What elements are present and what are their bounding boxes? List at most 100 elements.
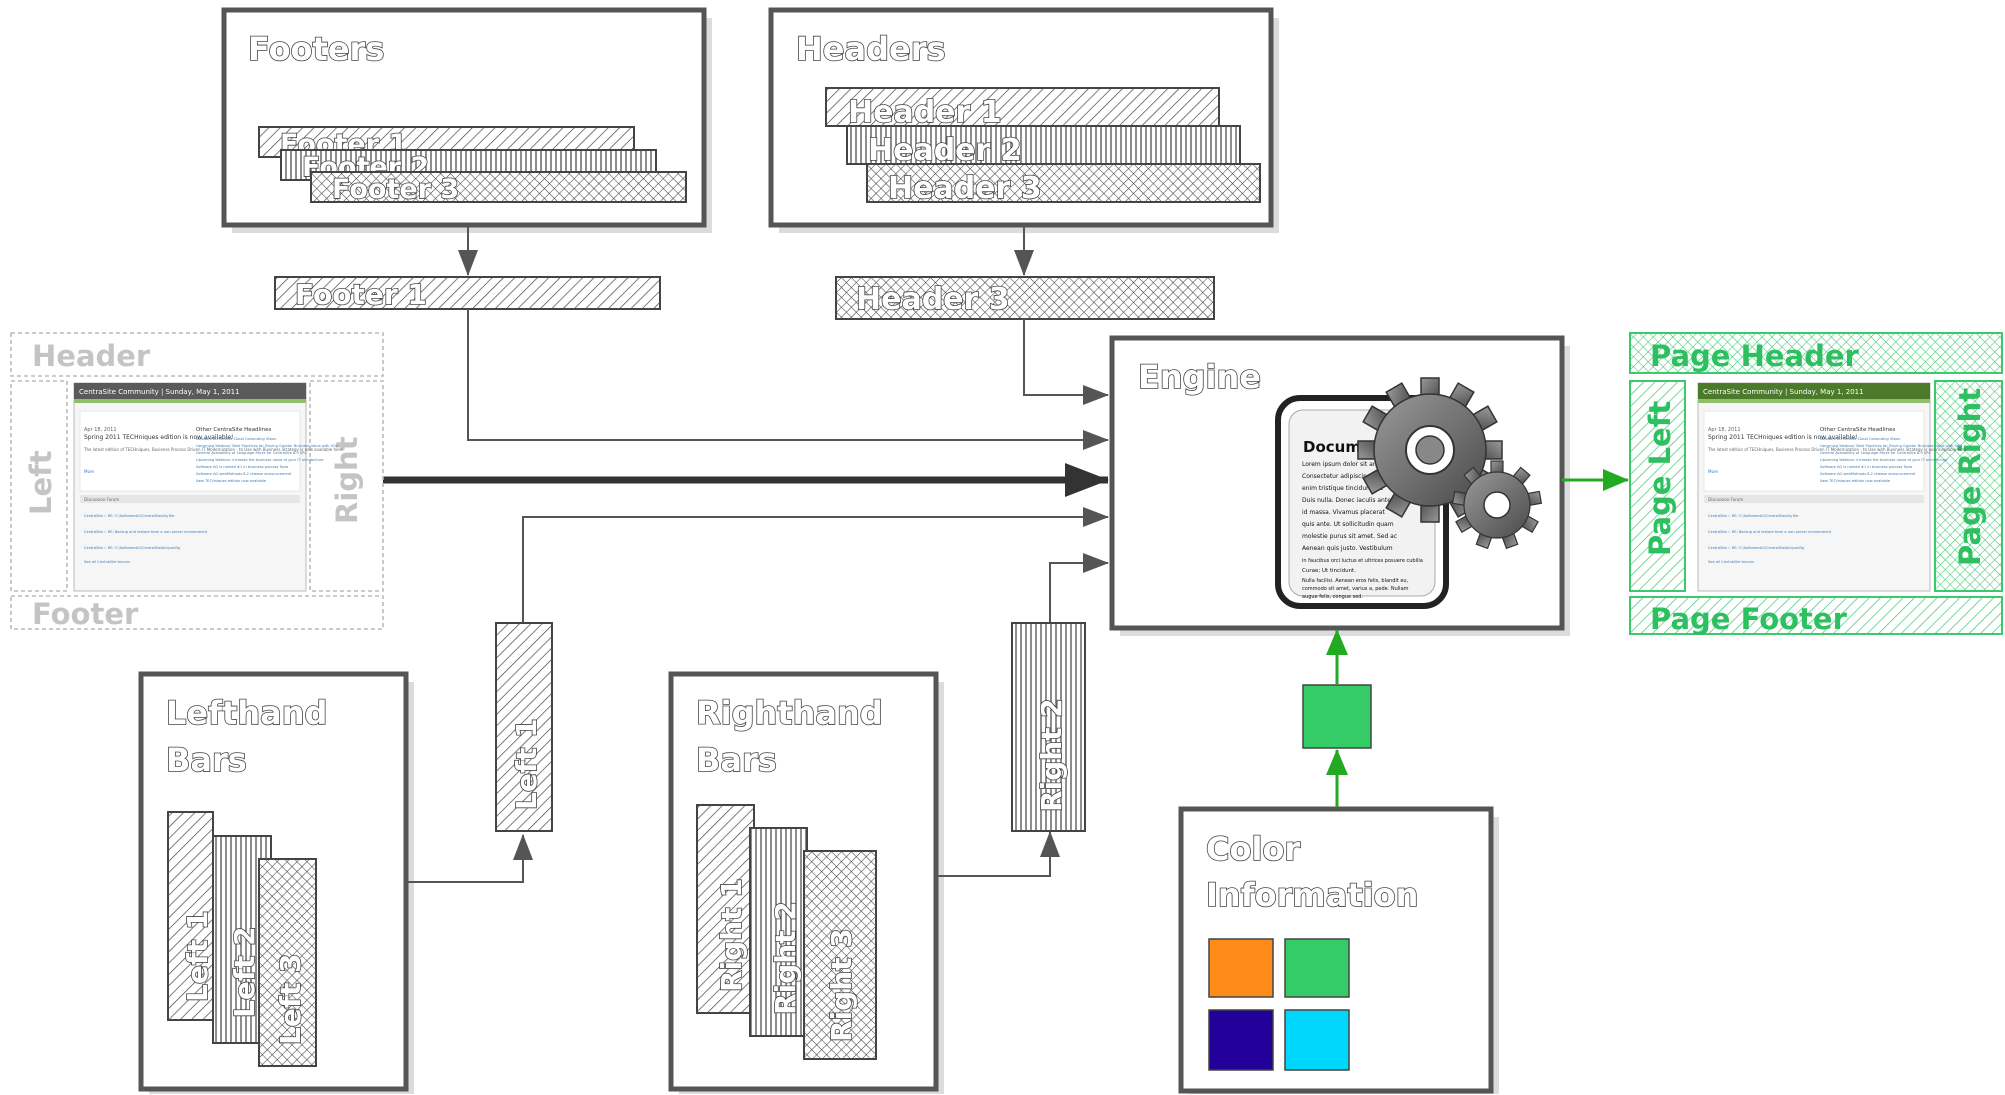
- svg-text:in faucibus orci luctus et ult: in faucibus orci luctus et ultrices posu…: [1302, 558, 1423, 564]
- svg-text:commodo sit amet, varius a, pe: commodo sit amet, varius a, pede. Nullam: [1302, 586, 1409, 592]
- svg-text:quis ante. Ut sollicitudin qua: quis ante. Ut sollicitudin quam: [1302, 521, 1394, 528]
- svg-text:See all CentraSite forums: See all CentraSite forums: [84, 560, 130, 564]
- footers-panel: Footers Footer 1 Footer 2 Footer 3: [221, 7, 712, 233]
- svg-text:Upcoming Webinar: Increase the: Upcoming Webinar: Increase the business …: [196, 458, 324, 462]
- svg-text:General Availability of Langua: General Availability of Language Packs f…: [196, 451, 307, 455]
- svg-text:enim tristique tincidunt. Ve: enim tristique tincidunt. Ve: [1302, 485, 1384, 492]
- svg-text:Apr 18, 2011: Apr 18, 2011: [1708, 427, 1741, 433]
- svg-text:Left 1: Left 1: [510, 718, 543, 810]
- svg-text:New TECHniques edition now ava: New TECHniques edition now available: [1820, 479, 1891, 483]
- left-item-3[interactable]: Left 3: [258, 858, 317, 1067]
- svg-text:CentraSite :: RE: Backup and r: CentraSite :: RE: Backup and restore fro…: [84, 530, 208, 534]
- svg-text:CentraSite Community | Sunda: CentraSite Community | Sunday, May 1, 20…: [79, 388, 240, 396]
- lefthand-panel: Lefthand Bars Left 1 Left 2 Left 3: [138, 671, 414, 1094]
- selected-header[interactable]: Header 3: [835, 276, 1215, 320]
- svg-text:Upcoming Webinar: Best Practic: Upcoming Webinar: Best Practices for Dri…: [1820, 444, 1963, 448]
- svg-text:Header 3: Header 3: [856, 282, 1010, 317]
- svg-text:More: More: [84, 469, 94, 474]
- arrow-right-to-engine: [1049, 553, 1109, 622]
- svg-text:Left 3: Left 3: [274, 953, 307, 1045]
- svg-text:Software AG Unveils Cloud Comp: Software AG Unveils Cloud Computing Visi…: [196, 437, 277, 441]
- headers-title: Headers: [796, 30, 946, 68]
- svg-text:Upcoming Webinar: Best Practic: Upcoming Webinar: Best Practices for Dri…: [196, 444, 339, 448]
- svg-text:augue felis, congue sed.: augue felis, congue sed.: [1302, 594, 1363, 600]
- footers-title: Footers: [248, 30, 384, 68]
- svg-text:Curae; Ut tincidunt.: Curae; Ut tincidunt.: [1302, 568, 1356, 574]
- arrow-lefthand-to-left1: [406, 834, 533, 883]
- svg-text:Discussion Forum: Discussion Forum: [84, 497, 119, 502]
- svg-text:Software AG is named #1 in bus: Software AG is named #1 in business proc…: [1820, 465, 1913, 469]
- svg-text:CentraSite :: RE: C:\SoftwareA: CentraSite :: RE: C:\SoftwareAG\CentraSi…: [1708, 514, 1799, 518]
- svg-text:Right 3: Right 3: [825, 928, 858, 1042]
- svg-text:Duis nulla. Donec iaculis ante: Duis nulla. Donec iaculis ante: [1302, 497, 1391, 504]
- engine-panel: Engine Document Lorem ipsum dolor sit am…: [1109, 335, 1570, 636]
- svg-text:Spring 2011 TECHniques edition: Spring 2011 TECHniques edition is now av…: [84, 434, 233, 441]
- output-right-label: Page Right: [1953, 388, 1987, 566]
- selected-right[interactable]: Right 2: [1011, 622, 1086, 832]
- output-page: Page Header Page Left Page Right Page Fo…: [1629, 332, 2003, 636]
- left-item-2[interactable]: Left 2: [212, 835, 272, 1044]
- header-item-1[interactable]: Header 1: [825, 87, 1220, 131]
- svg-text:The latest edition of TECHniqu: The latest edition of TECHniques, Busine…: [1707, 447, 1968, 452]
- color-info-title-line2: Information: [1206, 876, 1418, 914]
- engine-title: Engine: [1138, 358, 1261, 396]
- svg-text:Left 1: Left 1: [181, 910, 214, 1002]
- svg-text:molestie purus sit amet. Sed a: molestie purus sit amet. Sed ac: [1302, 533, 1397, 540]
- swatch-cyan[interactable]: [1284, 1009, 1350, 1071]
- right-item-2[interactable]: Right 2: [749, 827, 808, 1037]
- svg-text:CentraSite :: RE: C:\SoftwareA: CentraSite :: RE: C:\SoftwareAG\CentraSi…: [84, 546, 180, 550]
- svg-text:Spring 2011 TECHniques edition: Spring 2011 TECHniques edition is now av…: [1708, 434, 1857, 441]
- swatch-orange[interactable]: [1208, 938, 1274, 998]
- swatch-green[interactable]: [1284, 938, 1350, 998]
- svg-text:CentraSite :: RE: C:\SoftwareA: CentraSite :: RE: C:\SoftwareAG\CentraSi…: [84, 514, 175, 518]
- output-header-label: Page Header: [1650, 339, 1860, 373]
- svg-text:Upcoming Webinar: Increase the: Upcoming Webinar: Increase the business …: [1820, 458, 1948, 462]
- headers-panel: Headers Header 1 Header 2 Header 3: [768, 7, 1279, 233]
- svg-text:More: More: [1708, 469, 1718, 474]
- svg-text:Lorem ipsum dolor sit amet,: Lorem ipsum dolor sit amet,: [1302, 461, 1387, 468]
- svg-text:Software AG webMethods 8.2 rel: Software AG webMethods 8.2 release annou…: [196, 472, 292, 476]
- svg-text:CentraSite :: RE: C:\SoftwareA: CentraSite :: RE: C:\SoftwareAG\CentraSi…: [1708, 546, 1804, 550]
- svg-text:See all CentraSite forums: See all CentraSite forums: [1708, 560, 1754, 564]
- input-header-label: Header: [32, 339, 151, 373]
- svg-text:Nulla facilisi. Aenean eros fe: Nulla facilisi. Aenean eros felis, bland…: [1302, 578, 1409, 584]
- right-item-3[interactable]: Right 3: [803, 850, 877, 1060]
- svg-text:Software AG is named #1 in bus: Software AG is named #1 in business proc…: [196, 465, 289, 469]
- righthand-panel: Righthand Bars Right 1 Right 2 Right 3: [668, 671, 944, 1094]
- lefthand-title-line2: Bars: [166, 741, 247, 779]
- output-left-label: Page Left: [1643, 401, 1677, 556]
- righthand-title-line1: Righthand: [696, 694, 883, 732]
- svg-text:id massa. Vivamus placerat: id massa. Vivamus placerat: [1302, 509, 1385, 516]
- swatch-indigo[interactable]: [1208, 1009, 1274, 1071]
- input-page-template: Header Left Right Footer: [10, 332, 384, 631]
- input-thumbnail: CentraSite Community | Sunday, May 1, 20…: [73, 382, 344, 592]
- gear-icon: [1357, 377, 1543, 550]
- svg-text:Other CentraSite Headlines: Other CentraSite Headlines: [196, 427, 271, 433]
- righthand-title-line2: Bars: [696, 741, 777, 779]
- svg-text:Right 1: Right 1: [715, 878, 748, 992]
- svg-text:CentraSite Community | Sunda: CentraSite Community | Sunday, May 1, 20…: [1703, 388, 1864, 396]
- svg-text:New TECHniques edition now ava: New TECHniques edition now available: [196, 479, 267, 483]
- arrow-footer-to-engine: [467, 309, 1109, 450]
- svg-text:Aenean quis justo. Vestibulum: Aenean quis justo. Vestibulum: [1302, 545, 1393, 552]
- svg-text:Header 2: Header 2: [868, 133, 1022, 168]
- svg-text:Apr 18, 2011: Apr 18, 2011: [84, 427, 117, 433]
- svg-text:Header 1: Header 1: [848, 95, 1002, 130]
- arrow-header-to-engine: [1023, 319, 1109, 405]
- svg-text:Discussion Forum: Discussion Forum: [1708, 497, 1743, 502]
- right-item-1[interactable]: Right 1: [696, 804, 755, 1014]
- left-item-1[interactable]: Left 1: [167, 811, 215, 1021]
- color-info-panel: Color Information: [1178, 806, 1499, 1094]
- selected-footer[interactable]: Footer 1: [274, 276, 661, 312]
- svg-text:Consectetur adipiscing elit.: Consectetur adipiscing elit.: [1302, 473, 1384, 480]
- svg-text:Left 2: Left 2: [228, 926, 261, 1018]
- footer-item-3[interactable]: Footer 3: [310, 171, 687, 206]
- svg-text:Right 2: Right 2: [1035, 698, 1068, 812]
- header-item-3[interactable]: Header 3: [866, 163, 1261, 207]
- svg-text:CentraSite :: RE: Backup and r: CentraSite :: RE: Backup and restore fro…: [1708, 530, 1832, 534]
- svg-text:Software AG Unveils Cloud Comp: Software AG Unveils Cloud Computing Visi…: [1820, 437, 1901, 441]
- selected-left[interactable]: Left 1: [495, 622, 553, 832]
- color-info-title-line1: Color: [1206, 830, 1300, 868]
- arrow-left-to-engine: [522, 507, 1109, 622]
- header-item-2[interactable]: Header 2: [846, 125, 1241, 169]
